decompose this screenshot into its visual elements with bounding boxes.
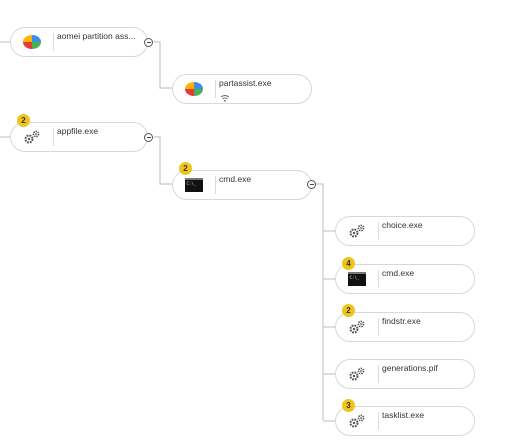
process-name: cmd.exe: [219, 174, 252, 184]
node-separator: [378, 318, 379, 336]
collapse-toggle[interactable]: [144, 133, 153, 142]
count-badge: 2: [17, 114, 30, 127]
process-name: partassist.exe: [219, 78, 272, 88]
gears-icon: [336, 360, 378, 387]
node-separator: [215, 80, 216, 98]
collapse-toggle[interactable]: [307, 180, 316, 189]
wifi-icon: [220, 89, 230, 107]
process-name: generations.pif: [382, 363, 438, 373]
terminal-icon: C:\_: [336, 265, 378, 292]
node-separator: [378, 270, 379, 288]
process-node-generations[interactable]: generations.pif: [335, 359, 475, 389]
node-separator: [378, 365, 379, 383]
gears-icon: [336, 313, 378, 340]
node-separator: [378, 222, 379, 240]
count-badge: 2: [179, 162, 192, 175]
gears-icon: [336, 217, 378, 244]
svg-text:C:\_: C:\_: [187, 181, 197, 186]
process-name: cmd.exe: [382, 268, 415, 278]
process-node-cmd[interactable]: C:\_ cmd.exe: [172, 170, 312, 200]
process-node-choice[interactable]: choice.exe: [335, 216, 475, 246]
process-node-cmd-child[interactable]: C:\_ cmd.exe: [335, 264, 475, 294]
process-node-partassist[interactable]: partassist.exe: [172, 74, 312, 104]
gears-icon: [11, 123, 53, 150]
terminal-icon: C:\_: [173, 171, 215, 198]
count-badge: 2: [342, 304, 355, 317]
gears-icon: [336, 407, 378, 434]
aomei-partition-icon: [11, 28, 53, 55]
process-node-aomei[interactable]: aomei partition ass...: [10, 27, 148, 57]
process-name: findstr.exe: [382, 316, 421, 326]
node-separator: [53, 128, 54, 146]
process-node-appfile[interactable]: appfile.exe: [10, 122, 148, 152]
collapse-toggle[interactable]: [144, 38, 153, 47]
aomei-partition-icon: [173, 75, 215, 102]
node-separator: [378, 412, 379, 430]
process-name: aomei partition ass...: [57, 31, 136, 41]
process-name: choice.exe: [382, 220, 423, 230]
process-node-tasklist[interactable]: tasklist.exe: [335, 406, 475, 436]
count-badge: 3: [342, 399, 355, 412]
node-separator: [215, 176, 216, 194]
process-node-findstr[interactable]: findstr.exe: [335, 312, 475, 342]
svg-text:C:\_: C:\_: [350, 275, 360, 280]
process-name: tasklist.exe: [382, 410, 425, 420]
count-badge: 4: [342, 257, 355, 270]
node-separator: [53, 33, 54, 51]
process-name: appfile.exe: [57, 126, 99, 136]
